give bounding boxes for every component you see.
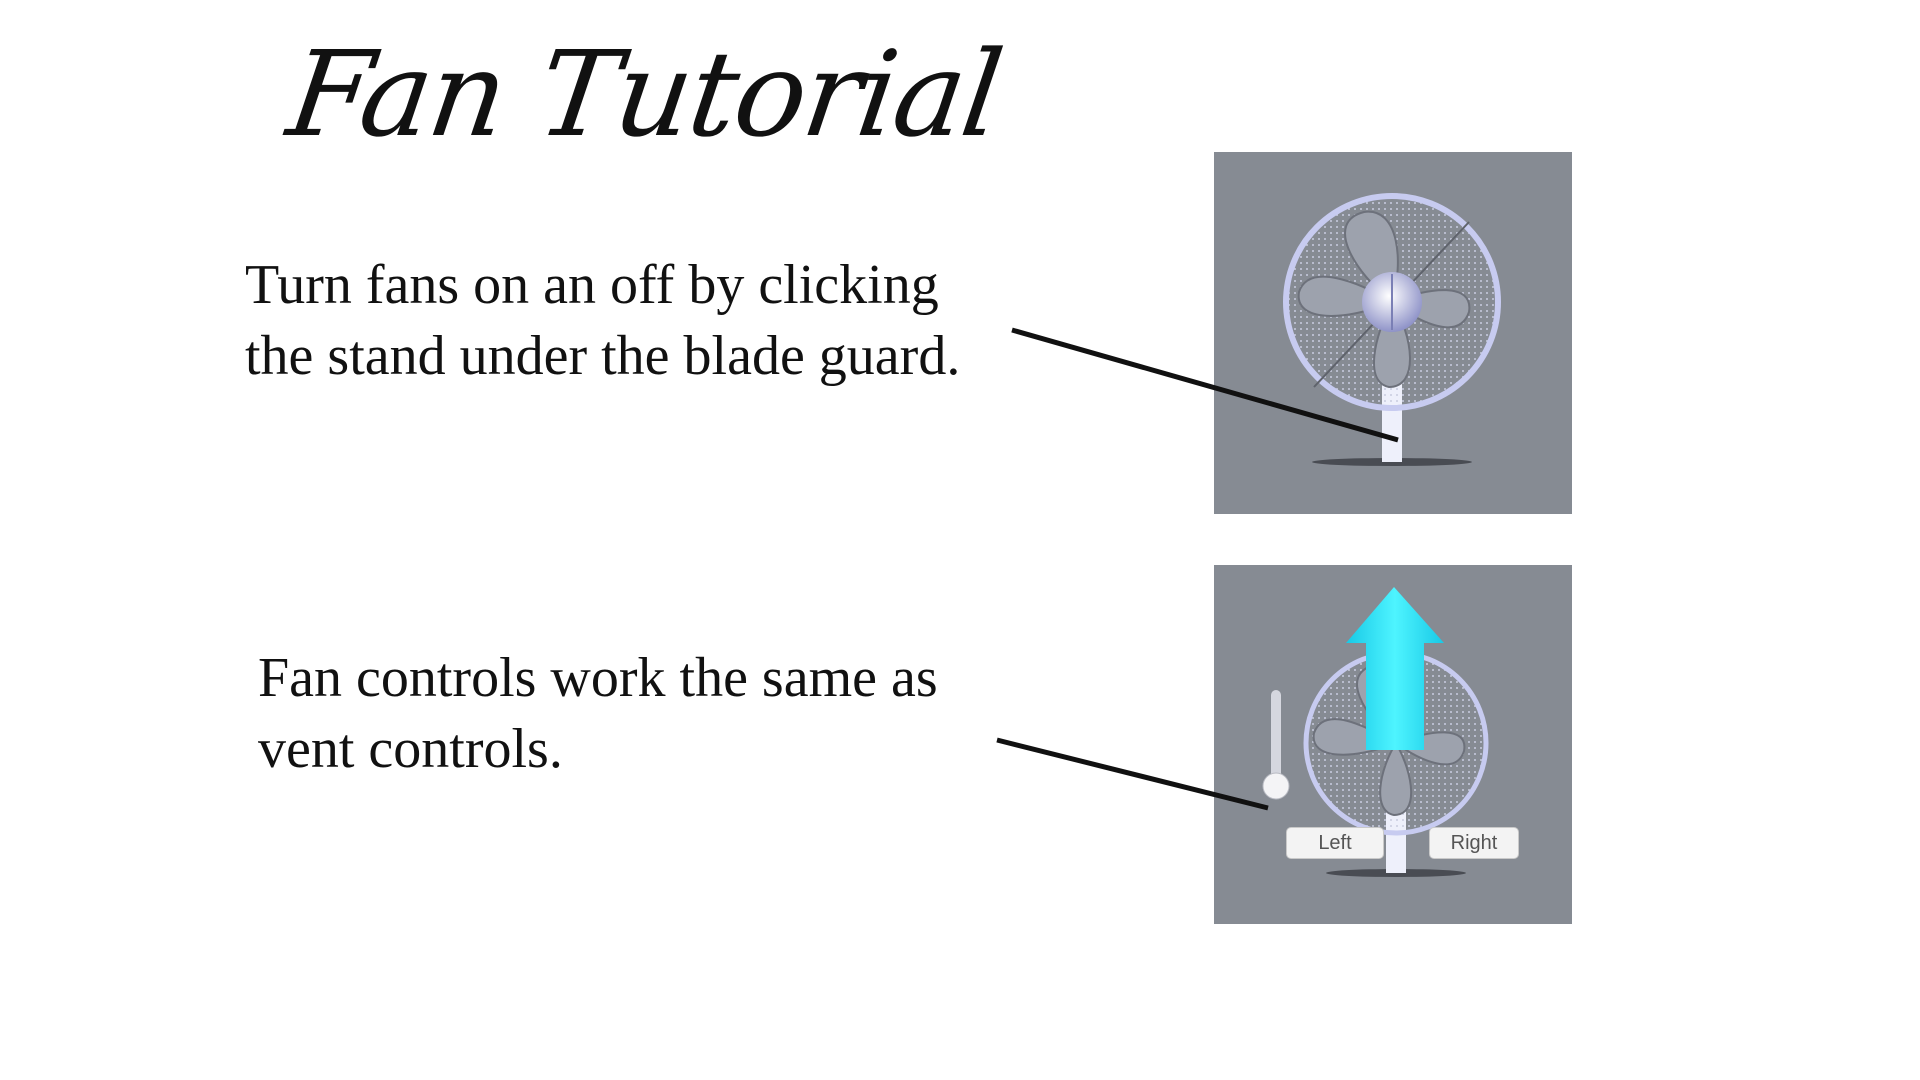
up-arrow-icon[interactable] <box>1214 565 1572 924</box>
fan-screenshot-panel <box>1214 152 1572 514</box>
right-button[interactable]: Right <box>1429 827 1519 859</box>
fan-controls-screenshot-panel: Left Right <box>1214 565 1572 924</box>
page-title: Fan Tutorial <box>280 25 1009 163</box>
fan-icon <box>1283 193 1501 466</box>
left-button[interactable]: Left <box>1286 827 1384 859</box>
slider-icon[interactable] <box>1214 565 1572 924</box>
instruction-fan-controls: Fan controls work the same as vent contr… <box>258 647 938 780</box>
instruction-toggle-fan: Turn fans on an off by clicking the stan… <box>245 254 961 387</box>
